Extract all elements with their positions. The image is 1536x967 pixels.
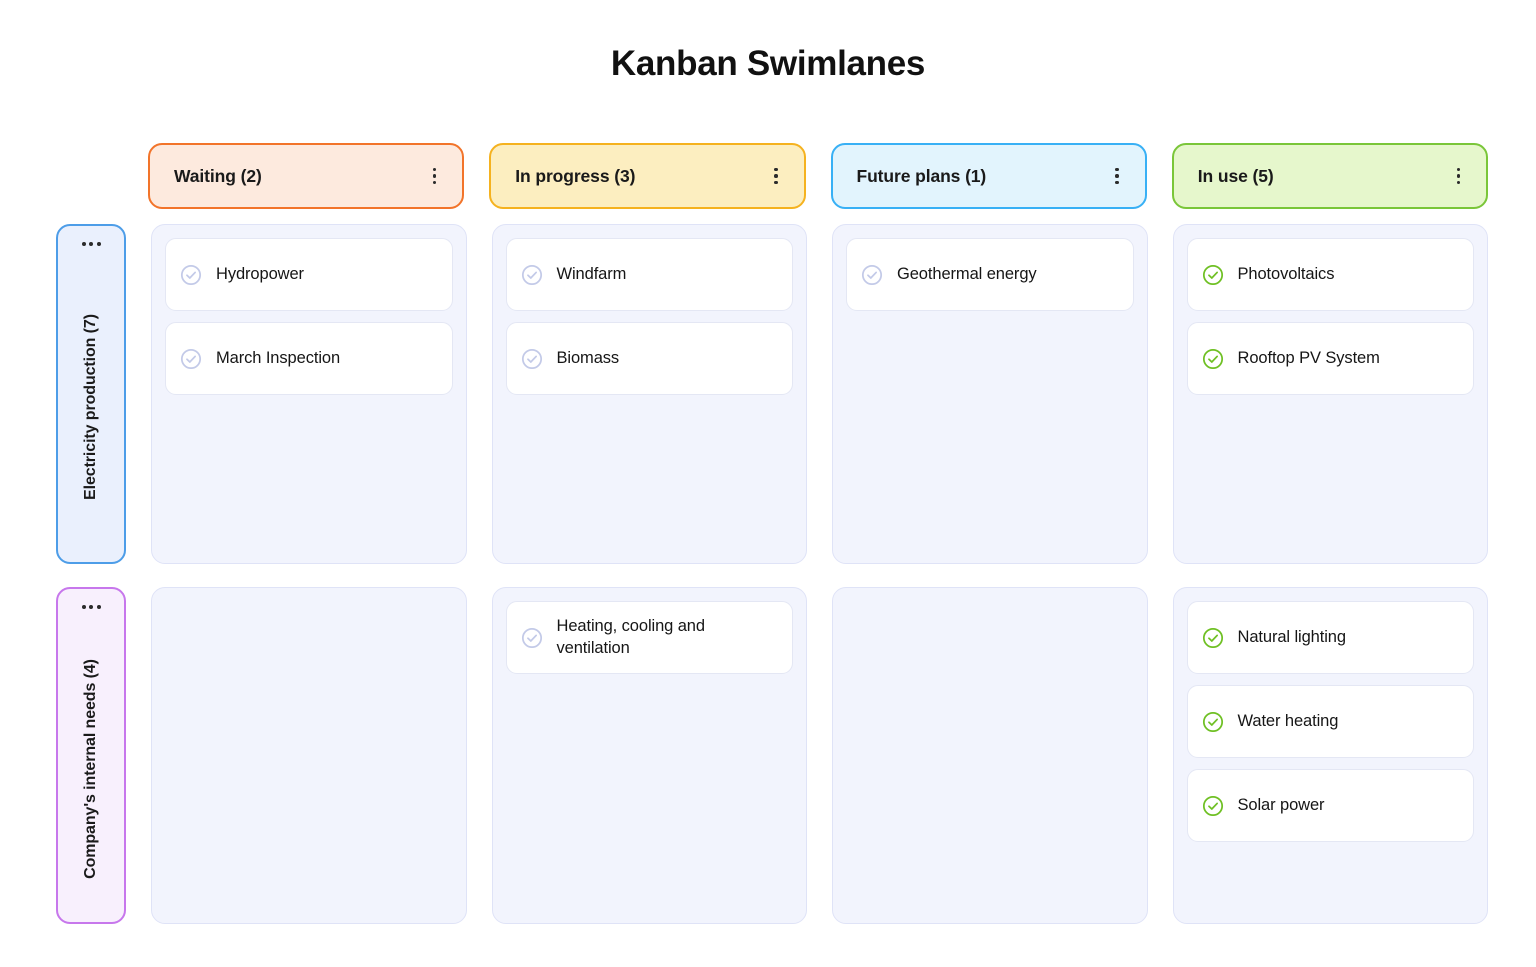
task-card[interactable]: Rooftop PV System [1186,322,1474,395]
task-card[interactable]: Windfarm [505,238,793,311]
check-circle-icon[interactable] [1202,264,1224,286]
task-card[interactable]: Photovoltaics [1186,238,1474,311]
more-vertical-icon[interactable] [768,164,784,189]
check-circle-icon[interactable] [1202,348,1224,370]
task-card-title: Heating, cooling and ventilation [556,616,706,657]
swimlane-label[interactable]: Electricity production (7) [56,224,126,564]
task-card[interactable]: Hydropower [165,238,453,311]
task-card-title: March Inspection [216,348,341,367]
task-card-title: Natural lighting [1237,627,1347,646]
task-card[interactable]: Biomass [505,322,793,395]
swimlane-cells: Heating, cooling and ventilation Natural … [151,587,1488,924]
check-circle-icon[interactable] [861,264,883,286]
swimlane-cell[interactable]: Heating, cooling and ventilation [491,587,807,924]
task-card[interactable]: Solar power [1186,769,1474,842]
task-card-title: Geothermal energy [897,264,1037,283]
check-circle-icon[interactable] [521,348,543,370]
column-header-label: Waiting (2) [174,165,262,186]
task-card[interactable]: Geothermal energy [846,238,1134,311]
swimlane-label-text: Electricity production (7) [82,314,99,500]
column-header-label: In progress (3) [515,165,636,186]
swimlane-cell[interactable]: Geothermal energy [832,224,1148,564]
task-card-title: Hydropower [216,264,304,283]
column-headers: Waiting (2) In progress (3) Future plans (… [148,143,1488,209]
more-vertical-icon[interactable] [1109,164,1125,189]
task-card-title: Photovoltaics [1237,264,1335,283]
check-circle-icon[interactable] [1202,795,1224,817]
swimlane-cell[interactable] [151,587,467,924]
check-circle-icon[interactable] [180,348,202,370]
column-header[interactable]: In progress (3) [489,143,806,209]
swimlane-label-text-wrap: Electricity production (7) [58,252,124,562]
column-header-label: In use (5) [1197,165,1274,186]
more-vertical-icon[interactable] [1451,164,1467,189]
swimlane-label-text: Company's internal needs (4) [82,658,100,879]
swimlane-label-text-wrap: Company's internal needs (4) [58,615,124,922]
check-circle-icon[interactable] [521,264,543,286]
task-card-title: Solar power [1237,795,1325,814]
column-header[interactable]: In use (5) [1171,143,1488,209]
task-card-title: Windfarm [556,264,627,283]
task-card[interactable]: Heating, cooling and ventilation [505,601,793,674]
column-header[interactable]: Waiting (2) [148,143,465,209]
swimlane: Company's internal needs (4) Heating, coo… [56,587,1488,924]
task-card[interactable]: Water heating [1186,685,1474,758]
page-title: Kanban Swimlanes [610,44,926,83]
check-circle-icon[interactable] [180,264,202,286]
column-header-label: Future plans (1) [856,165,987,186]
more-horizontal-icon[interactable] [81,242,101,246]
swimlane-cell[interactable] [832,587,1148,924]
swimlane-label[interactable]: Company's internal needs (4) [56,587,126,924]
task-card-title: Rooftop PV System [1237,348,1380,367]
check-circle-icon[interactable] [1202,711,1224,733]
check-circle-icon[interactable] [1202,627,1224,649]
task-card-title: Biomass [556,348,620,367]
task-card[interactable]: March Inspection [165,322,453,395]
task-card-title: Water heating [1237,711,1339,730]
column-header[interactable]: Future plans (1) [830,143,1147,209]
more-horizontal-icon[interactable] [81,605,101,609]
check-circle-icon[interactable] [521,627,543,649]
task-card[interactable]: Natural lighting [1186,601,1474,674]
more-vertical-icon[interactable] [427,164,443,189]
